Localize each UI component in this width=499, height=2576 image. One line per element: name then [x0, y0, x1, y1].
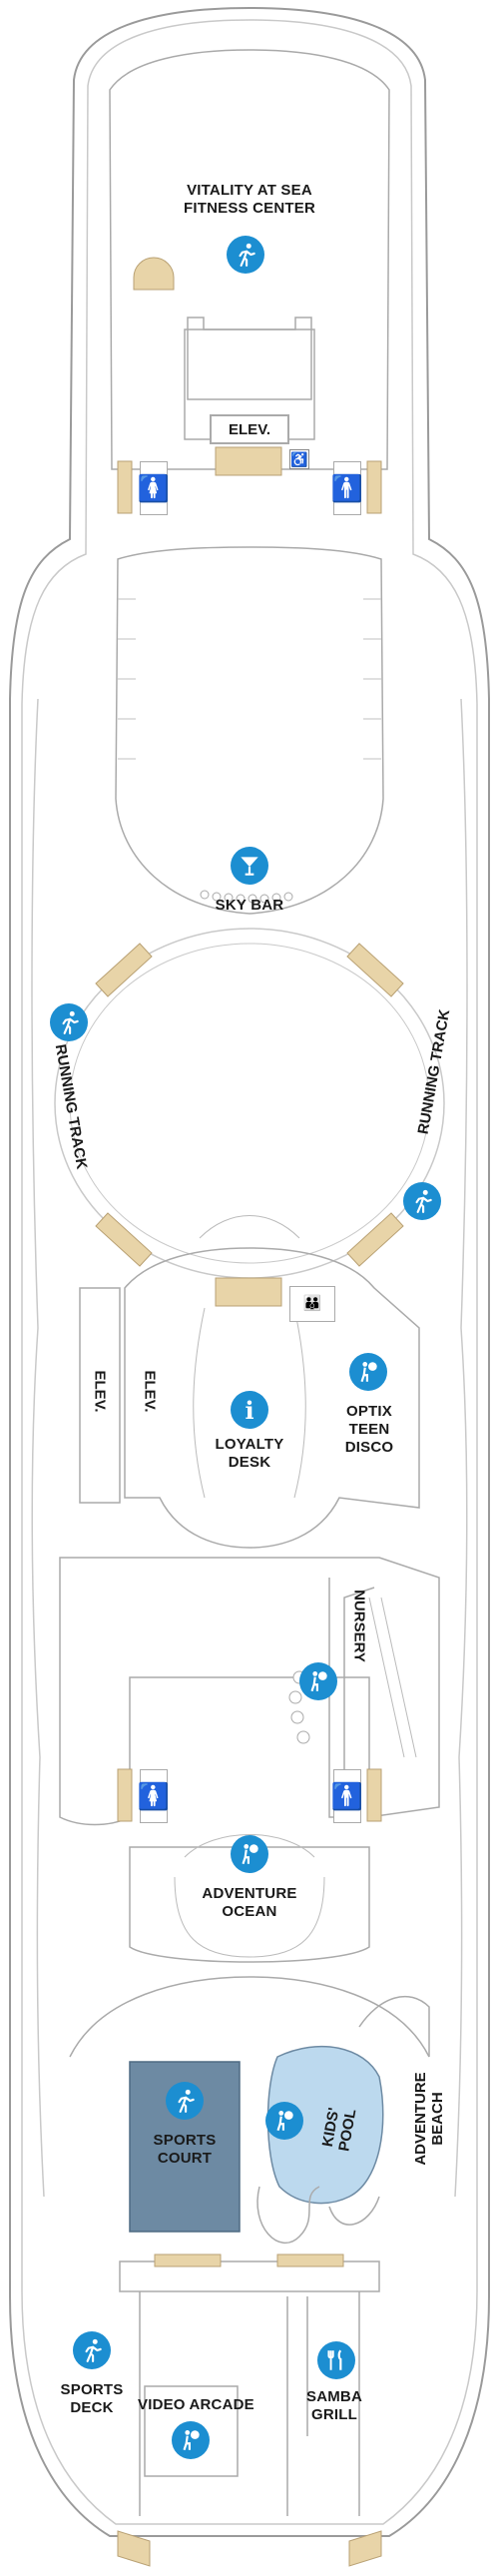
adventure-ocean-label: ADVENTURE OCEAN — [202, 1885, 297, 1920]
hull-inner-outline — [21, 19, 478, 2525]
sports-deck-icon[interactable] — [73, 2331, 111, 2369]
elevator-left-label: ELEV. — [91, 1370, 109, 1413]
info-icon[interactable]: i — [231, 1391, 268, 1429]
sports-court-label: SPORTS COURT — [153, 2132, 217, 2167]
video-arcade-icon[interactable] — [172, 2421, 210, 2459]
video-arcade-label: VIDEO ARCADE — [138, 2396, 254, 2413]
running-person-icon[interactable] — [227, 236, 264, 274]
dining-icon[interactable] — [317, 2341, 355, 2379]
kids-pool-area — [266, 2045, 384, 2205]
elevator-mid-label: ELEV. — [141, 1370, 159, 1413]
sports-court-area — [129, 2061, 241, 2233]
kids-pool-icon[interactable] — [265, 2102, 303, 2140]
family-restroom-icon: 👪 — [289, 1286, 335, 1322]
samba-grill-label: SAMBA GRILL — [306, 2388, 362, 2423]
optix-teen-disco-icon[interactable] — [349, 1353, 387, 1391]
nursery-label: NURSERY — [350, 1590, 368, 1662]
adventure-beach-label: ADVENTURE BEACH — [412, 2072, 446, 2166]
men-restroom-icon-lower: 🚹 — [331, 1769, 363, 1823]
men-restroom-icon: 🚹 — [331, 461, 363, 515]
wheelchair-icon: ♿ — [289, 449, 309, 469]
fitness-center-label: VITALITY AT SEA FITNESS CENTER — [184, 182, 315, 217]
women-restroom-icon-lower: 🚺 — [138, 1769, 170, 1823]
elevator-top: ELEV. — [210, 414, 289, 444]
loyalty-desk-label: LOYALTY DESK — [215, 1436, 284, 1471]
sports-deck-label: SPORTS DECK — [60, 2381, 124, 2416]
martini-glass-icon[interactable] — [231, 847, 268, 885]
adventure-ocean-icon[interactable] — [231, 1835, 268, 1873]
optix-teen-disco-label: OPTIX TEEN DISCO — [344, 1403, 394, 1456]
nursery-icon[interactable] — [299, 1662, 337, 1700]
women-restroom-icon: 🚺 — [138, 461, 170, 515]
sports-court-icon[interactable] — [166, 2082, 204, 2120]
sky-bar-label: SKY BAR — [215, 897, 284, 914]
running-track-right-icon[interactable] — [403, 1182, 441, 1220]
running-track-left-icon[interactable] — [50, 1003, 88, 1041]
